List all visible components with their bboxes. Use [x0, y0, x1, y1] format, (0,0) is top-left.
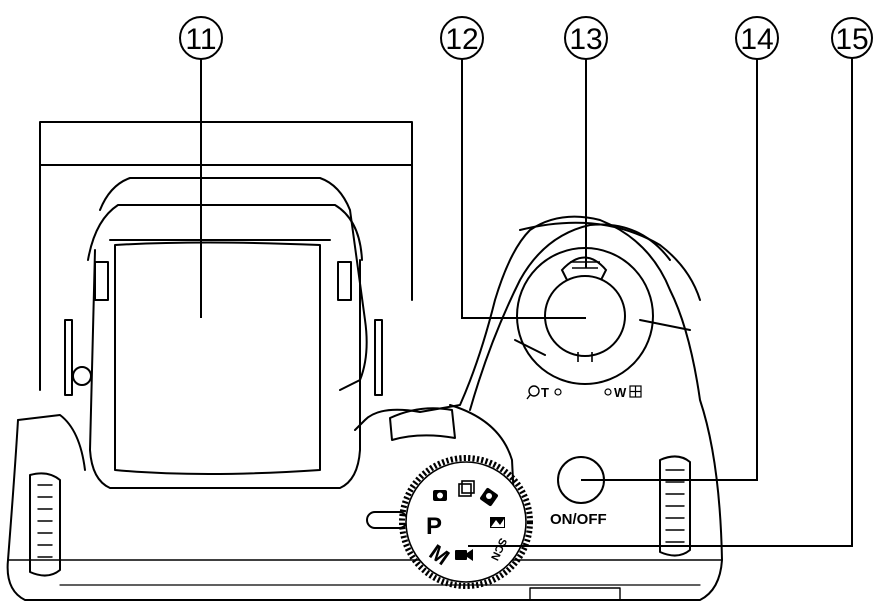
callout-12-number: 12 [445, 23, 478, 56]
shutter-assembly [516, 247, 654, 385]
callout-13-number: 13 [569, 23, 602, 56]
zoom-wide-label: W [614, 385, 627, 400]
callout-13: 13 [564, 16, 608, 60]
flash-housing [99, 177, 368, 391]
callout-11: 11 [179, 16, 223, 60]
zoom-tele-label-group: T [526, 385, 562, 400]
callout-14: 14 [735, 16, 779, 60]
left-strap-lug [29, 472, 61, 577]
camera-mode-icon [433, 490, 447, 501]
mode-dial[interactable]: P M SCN [399, 455, 533, 589]
landscape-mode-icon [490, 517, 505, 528]
video-mode-icon [455, 549, 473, 561]
callout-14-number: 14 [740, 23, 773, 56]
grid-icon [629, 385, 642, 398]
power-button-label: ON/OFF [550, 511, 607, 528]
zoom-tele-label: T [541, 385, 549, 400]
camera-body [6, 121, 723, 601]
zoom-wide-label-group: W [604, 385, 642, 400]
magnifier-icon [528, 385, 540, 397]
portrait-mode-icon [480, 488, 498, 506]
hot-shoe [389, 407, 456, 441]
callout-15: 15 [831, 17, 873, 59]
mode-program-label: P [426, 513, 442, 540]
shutter-button[interactable] [544, 275, 626, 357]
panorama-mode-icon [458, 480, 475, 497]
right-strap-lug [659, 455, 691, 557]
callout-15-number: 15 [835, 23, 868, 56]
callout-12: 12 [440, 16, 484, 60]
power-button-group: ON/OFF [550, 456, 607, 528]
lens-barrel-top [39, 121, 413, 166]
leader-line-14 [581, 58, 758, 481]
side-screw [72, 366, 92, 386]
callout-11-number: 11 [185, 23, 216, 56]
leader-line-15 [468, 58, 853, 547]
leader-lines [200, 58, 853, 547]
flash-window [114, 241, 321, 475]
leader-line-12 [461, 58, 586, 319]
